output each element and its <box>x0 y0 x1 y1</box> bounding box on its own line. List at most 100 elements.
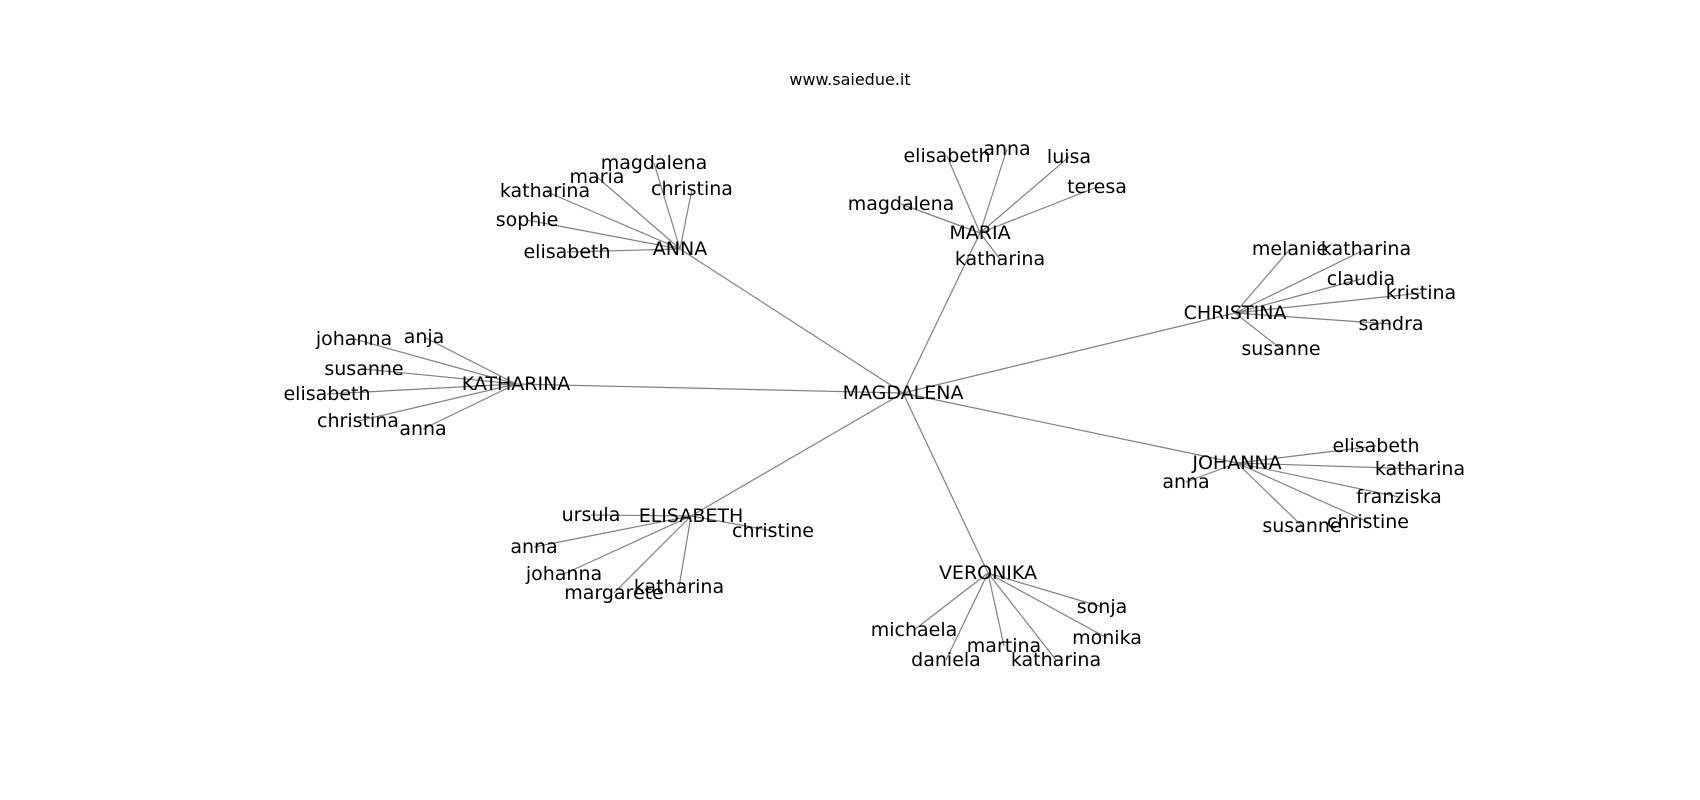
edge-center-anna <box>679 248 904 394</box>
leaf-node-label: katharina <box>1011 649 1101 671</box>
leaf-node-label: katharina <box>1321 238 1411 260</box>
edge-maria-teresa <box>979 186 1098 234</box>
center-node-label: MAGDALENA <box>843 382 964 404</box>
leaf-node-label: margarete <box>564 582 664 604</box>
edge-johanna-susanne <box>1236 462 1303 527</box>
edge-christina-katharina <box>1234 248 1367 314</box>
edge-elisabeth-katharina <box>678 515 692 588</box>
leaf-node-label: ursula <box>562 504 621 526</box>
edge-maria-magdalena <box>900 203 981 234</box>
edge-elisabeth-johanna <box>563 515 692 575</box>
leaf-node-label: daniela <box>911 649 981 671</box>
edge-veronika-katharina <box>987 572 1057 661</box>
hub-node-label: JOHANNA <box>1191 452 1281 474</box>
hub-node-label: VERONIKA <box>939 562 1037 584</box>
edge-anna-magdalena <box>653 162 681 250</box>
leaf-node-label: elisabeth <box>1332 435 1419 457</box>
edge-center-veronika <box>902 392 989 574</box>
hub-node-label: CHRISTINA <box>1184 302 1287 324</box>
edge-elisabeth-christine <box>690 515 774 532</box>
edge-center-elisabeth <box>690 392 904 517</box>
edge-katharina-christina <box>357 383 517 422</box>
edge-katharina-susanne <box>363 368 517 385</box>
edge-maria-elisabeth <box>946 155 981 234</box>
edge-veronika-monika <box>987 572 1108 639</box>
edge-christina-melanie <box>1234 248 1291 314</box>
leaf-node-label: christina <box>317 410 399 432</box>
edge-johanna-christine <box>1236 462 1369 523</box>
hub-node-label: KATHARINA <box>462 373 571 395</box>
leaf-node-label: elisabeth <box>903 145 990 167</box>
edge-center-katharina <box>515 383 904 394</box>
leaf-node-label: johanna <box>315 328 392 350</box>
leaf-node-label: susanne <box>1241 338 1320 360</box>
edge-katharina-elisabeth <box>326 383 517 395</box>
edge-center-johanna <box>902 392 1238 464</box>
edge-johanna-anna <box>1185 462 1238 483</box>
leaf-node-label: katharina <box>1375 458 1465 480</box>
edge-veronika-daniela <box>945 572 989 661</box>
edge-veronika-michaela <box>913 572 989 631</box>
edge-center-maria <box>902 232 981 394</box>
edge-anna-sophie <box>526 219 681 250</box>
edge-katharina-anna <box>422 383 517 430</box>
edge-christina-kristina <box>1234 292 1422 314</box>
edge-johanna-katharina <box>1236 462 1421 470</box>
leaf-node-label: sandra <box>1358 313 1423 335</box>
hub-node-label: ANNA <box>653 238 707 260</box>
edge-maria-luisa <box>979 156 1070 234</box>
leaf-node-label: elisabeth <box>283 383 370 405</box>
leaf-node-label: christine <box>732 520 814 542</box>
leaf-node-label: teresa <box>1067 176 1127 198</box>
leaf-node-label: anna <box>983 138 1030 160</box>
leaf-node-label: elisabeth <box>523 241 610 263</box>
leaf-node-label: franziska <box>1356 486 1442 508</box>
leaf-node-label: kristina <box>1386 282 1456 304</box>
leaf-node-label: martina <box>967 635 1041 657</box>
leaf-node-label: michaela <box>871 619 958 641</box>
edge-anna-elisabeth <box>566 248 681 253</box>
leaf-node-label: christine <box>1327 511 1409 533</box>
leaf-node-label: katharina <box>634 576 724 598</box>
leaf-node-label: sonja <box>1077 596 1128 618</box>
leaf-node-label: susanne <box>1262 515 1341 537</box>
leaf-node-label: magdalena <box>601 152 708 174</box>
leaf-node-label: melanie <box>1252 238 1328 260</box>
edge-christina-claudia <box>1234 278 1362 314</box>
edge-elisabeth-margarete <box>613 515 692 594</box>
edge-veronika-martina <box>987 572 1005 647</box>
edge-christina-susanne <box>1234 312 1282 350</box>
label-layer: MAGDALENAANNAmagdalenamariachristinakath… <box>283 138 1465 671</box>
leaf-node-label: anna <box>1162 471 1209 493</box>
leaf-node-label: anna <box>510 536 557 558</box>
leaf-node-label: susanne <box>324 358 403 380</box>
leaf-node-label: johanna <box>525 563 602 585</box>
leaf-node-label: maria <box>570 166 625 188</box>
leaf-node-label: anja <box>404 326 445 348</box>
edge-christina-sandra <box>1234 312 1392 325</box>
edge-elisabeth-ursula <box>590 514 692 517</box>
leaf-node-label: claudia <box>1327 268 1395 290</box>
edge-center-christina <box>902 312 1236 394</box>
edge-anna-katharina <box>544 190 681 250</box>
leaf-node-label: monika <box>1072 627 1142 649</box>
edge-elisabeth-anna <box>533 515 692 548</box>
edge-layer <box>326 148 1422 661</box>
hub-node-label: MARIA <box>949 222 1010 244</box>
leaf-node-label: luisa <box>1047 146 1091 168</box>
leaf-node-label: katharina <box>955 248 1045 270</box>
edge-maria-anna <box>979 148 1008 234</box>
leaf-node-label: sophie <box>496 209 559 231</box>
edge-katharina-johanna <box>353 338 517 385</box>
leaf-node-label: magdalena <box>848 193 955 215</box>
edge-johanna-elisabeth <box>1236 445 1377 464</box>
site-credit: www.saiedue.it <box>789 70 911 89</box>
edge-katharina-anja <box>423 336 517 385</box>
edge-maria-katharina <box>979 232 1001 260</box>
edge-johanna-franziska <box>1236 462 1400 498</box>
leaf-node-label: christina <box>651 178 733 200</box>
hub-node-label: ELISABETH <box>639 505 744 527</box>
edge-anna-christina <box>679 188 693 250</box>
edge-veronika-sonja <box>987 572 1103 608</box>
